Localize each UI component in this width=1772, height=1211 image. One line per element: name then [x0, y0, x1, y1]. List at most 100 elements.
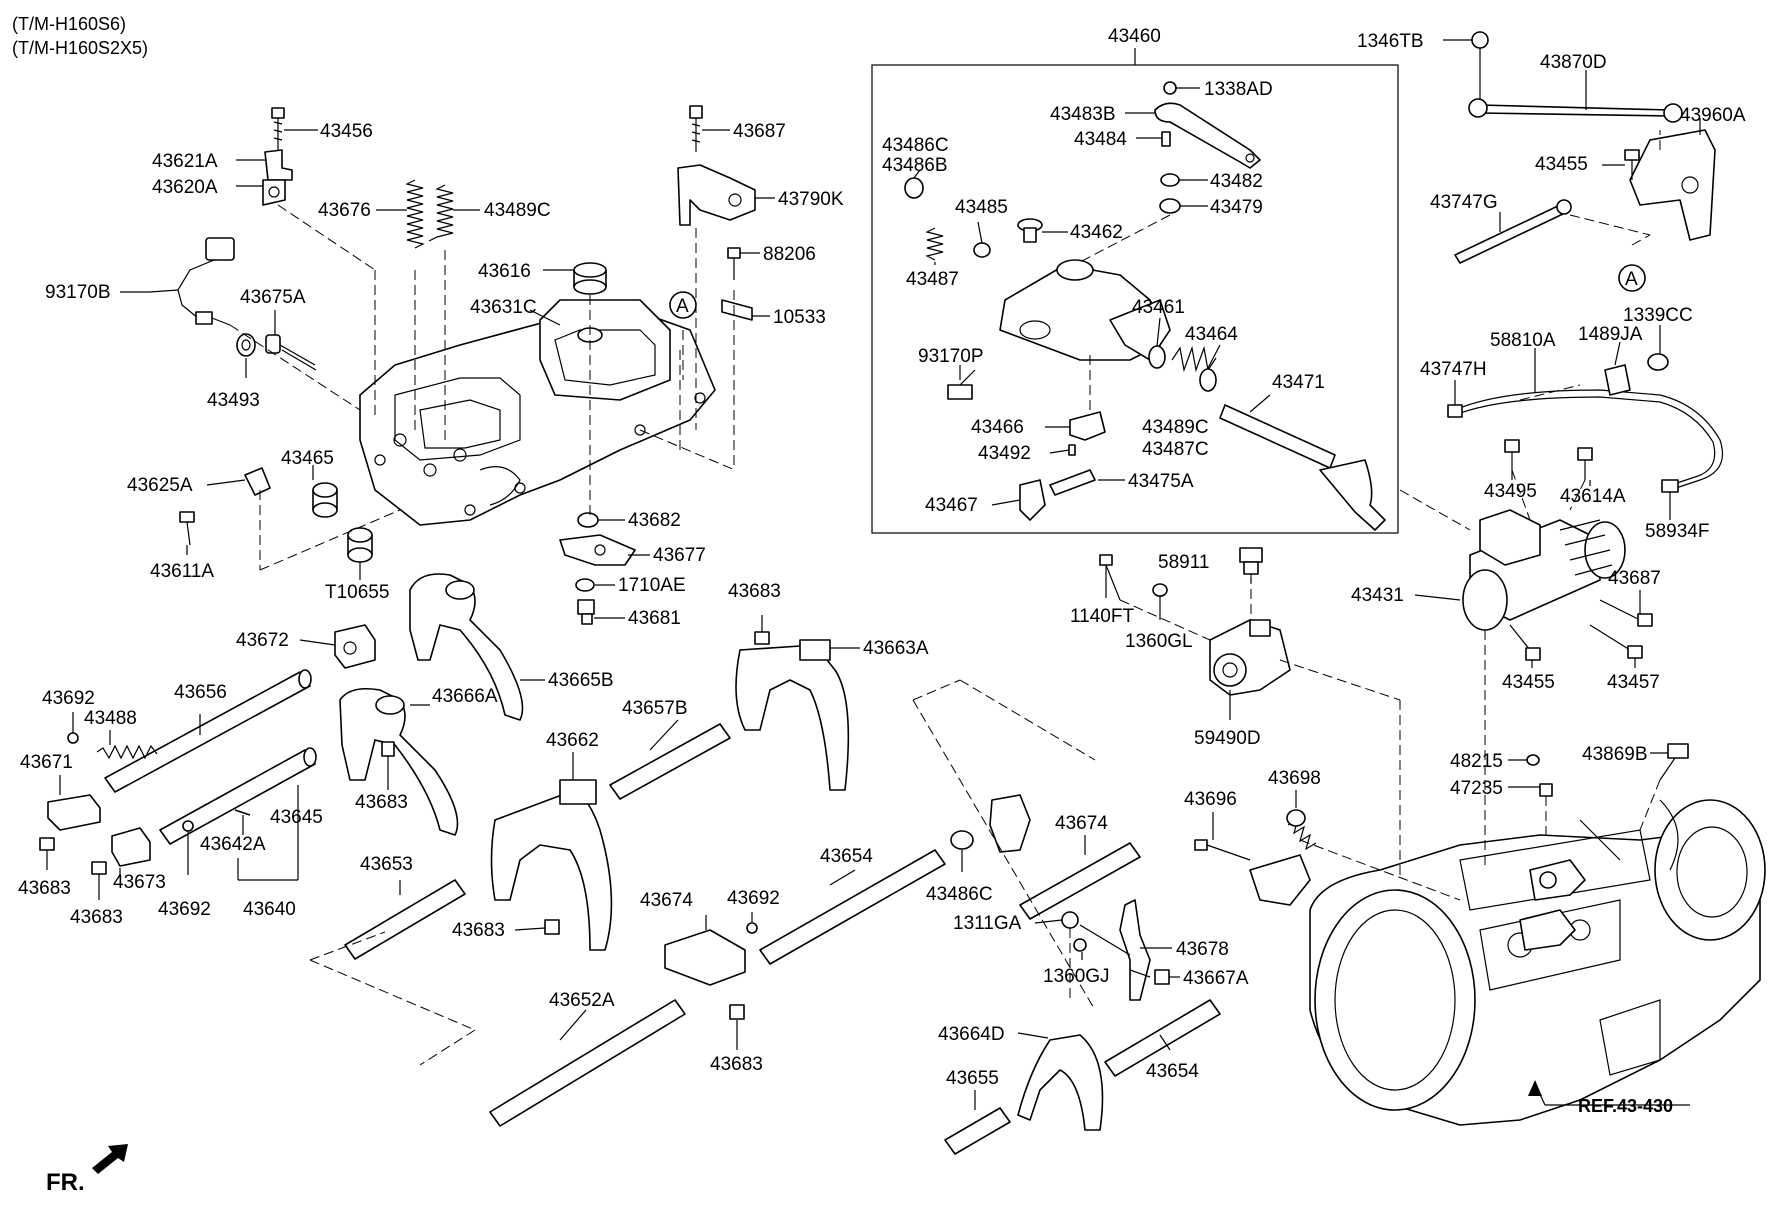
rail-43657B — [609, 723, 731, 800]
part-label: 43655 — [946, 1068, 999, 1089]
nut-1339CC — [1647, 353, 1669, 371]
rail-43645 — [159, 747, 317, 845]
part-label: 43692 — [42, 688, 95, 709]
part-label: 43683 — [355, 792, 408, 813]
part-label: 43455 — [1502, 672, 1555, 693]
part-label: 43652A — [549, 990, 615, 1011]
part-label: 43640 — [243, 899, 296, 920]
shift-cover-housing — [359, 299, 716, 526]
ring-43486C — [904, 177, 924, 199]
washer-43493 — [236, 333, 256, 357]
part-label: 43466 — [971, 417, 1024, 438]
nut-1338AD — [1163, 81, 1177, 95]
label-leaders — [46, 39, 1701, 1110]
part-label: 43642A — [200, 834, 266, 855]
lever-43677 — [559, 534, 636, 566]
part-label: 43654 — [1146, 1061, 1199, 1082]
front-direction-indicator: FR. — [46, 1144, 128, 1196]
oring-43461 — [1148, 345, 1166, 369]
plug-43683-e — [544, 919, 560, 935]
part-label: 43475A — [1128, 471, 1194, 492]
part-label: 43486B — [882, 155, 948, 176]
clip-43485 — [973, 242, 991, 258]
plate-10533 — [721, 299, 753, 321]
part-label: 59490D — [1194, 728, 1261, 749]
spring-43676 — [405, 179, 425, 249]
part-label: 43683 — [70, 907, 123, 928]
bolt-43495 — [1504, 439, 1520, 470]
rail-43654-a — [759, 849, 946, 965]
part-label: 93170P — [918, 346, 984, 367]
clip-1489JA — [1604, 364, 1631, 396]
fork-43665B — [409, 573, 524, 721]
bracket-43790K — [677, 164, 756, 226]
bracket-47235 — [1539, 783, 1553, 797]
lever-43674-b — [989, 794, 1031, 853]
part-label: 43493 — [207, 390, 260, 411]
part-label: 43960A — [1680, 105, 1746, 126]
bracket-43621A — [264, 149, 293, 181]
pin-43642A — [234, 809, 251, 816]
bushing-T10655 — [347, 527, 373, 563]
part-label: 43486C — [882, 135, 949, 156]
part-label: 10533 — [773, 307, 826, 328]
lever-43475A — [1049, 469, 1096, 496]
part-label: 43484 — [1074, 129, 1127, 150]
part-label: 43431 — [1351, 585, 1404, 606]
part-label: 43456 — [320, 121, 373, 142]
fork-43664D — [1017, 1034, 1104, 1131]
part-label: 43698 — [1268, 768, 1321, 789]
part-label: 43631C — [470, 297, 537, 318]
part-label: 43489C — [1142, 417, 1209, 438]
part-label: 43667A — [1183, 968, 1249, 989]
part-label: 43645 — [270, 807, 323, 828]
part-label: 43692 — [727, 888, 780, 909]
cable-58810A — [1447, 389, 1724, 491]
rail-43652A — [489, 999, 686, 1127]
shift-lug-43671 — [47, 794, 101, 831]
svg-text:FR.: FR. — [46, 1169, 85, 1196]
part-label: 43666A — [432, 686, 498, 707]
model-code-2: (T/M-H160S2X5) — [12, 38, 148, 58]
sensor-43869B — [1659, 743, 1689, 781]
part-label: T10655 — [325, 582, 389, 603]
part-label: 43483B — [1050, 104, 1116, 125]
part-label: 43487C — [1142, 439, 1209, 460]
part-label: 43790K — [778, 189, 844, 210]
ring-43486C-b — [950, 830, 974, 850]
part-label: 1710AE — [618, 575, 686, 596]
plug-43683-b — [381, 741, 395, 757]
fork-43662 — [490, 779, 613, 951]
part-label: 48215 — [1450, 751, 1503, 772]
washer-43482 — [1160, 173, 1180, 187]
washer-1360GL — [1152, 583, 1168, 597]
plug-43683-a — [754, 631, 770, 645]
rail-43655 — [944, 1107, 1011, 1155]
part-label: 43461 — [1132, 297, 1185, 318]
oring-1710AE — [575, 578, 595, 592]
bolt-43687-b — [1599, 599, 1653, 627]
link-43870D — [1468, 48, 1683, 123]
actuator-43698 — [1249, 809, 1317, 906]
part-label: 1346TB — [1357, 31, 1424, 52]
part-label: 43683 — [452, 920, 505, 941]
bolt-88206 — [727, 247, 741, 280]
part-label: 43677 — [653, 545, 706, 566]
part-label: 58810A — [1490, 330, 1556, 351]
part-label: 43683 — [18, 878, 71, 899]
part-label: 43696 — [1184, 789, 1237, 810]
spring-43489C-b — [1171, 345, 1217, 373]
part-label: 1339CC — [1623, 305, 1693, 326]
circle-marker-a-left: A — [669, 291, 697, 319]
part-label: 43662 — [546, 730, 599, 751]
nut-1311GA — [1061, 911, 1079, 929]
part-label: 43485 — [955, 197, 1008, 218]
part-label: 43672 — [236, 630, 289, 651]
part-label: 43674 — [1055, 813, 1108, 834]
part-label: 43462 — [1070, 222, 1123, 243]
shift-lug-43674-a — [664, 929, 746, 986]
detent-43466 — [1069, 411, 1106, 441]
part-label: 43687 — [1608, 568, 1661, 589]
plug-48215 — [1526, 754, 1540, 766]
bolt-43455-b — [1509, 624, 1541, 661]
